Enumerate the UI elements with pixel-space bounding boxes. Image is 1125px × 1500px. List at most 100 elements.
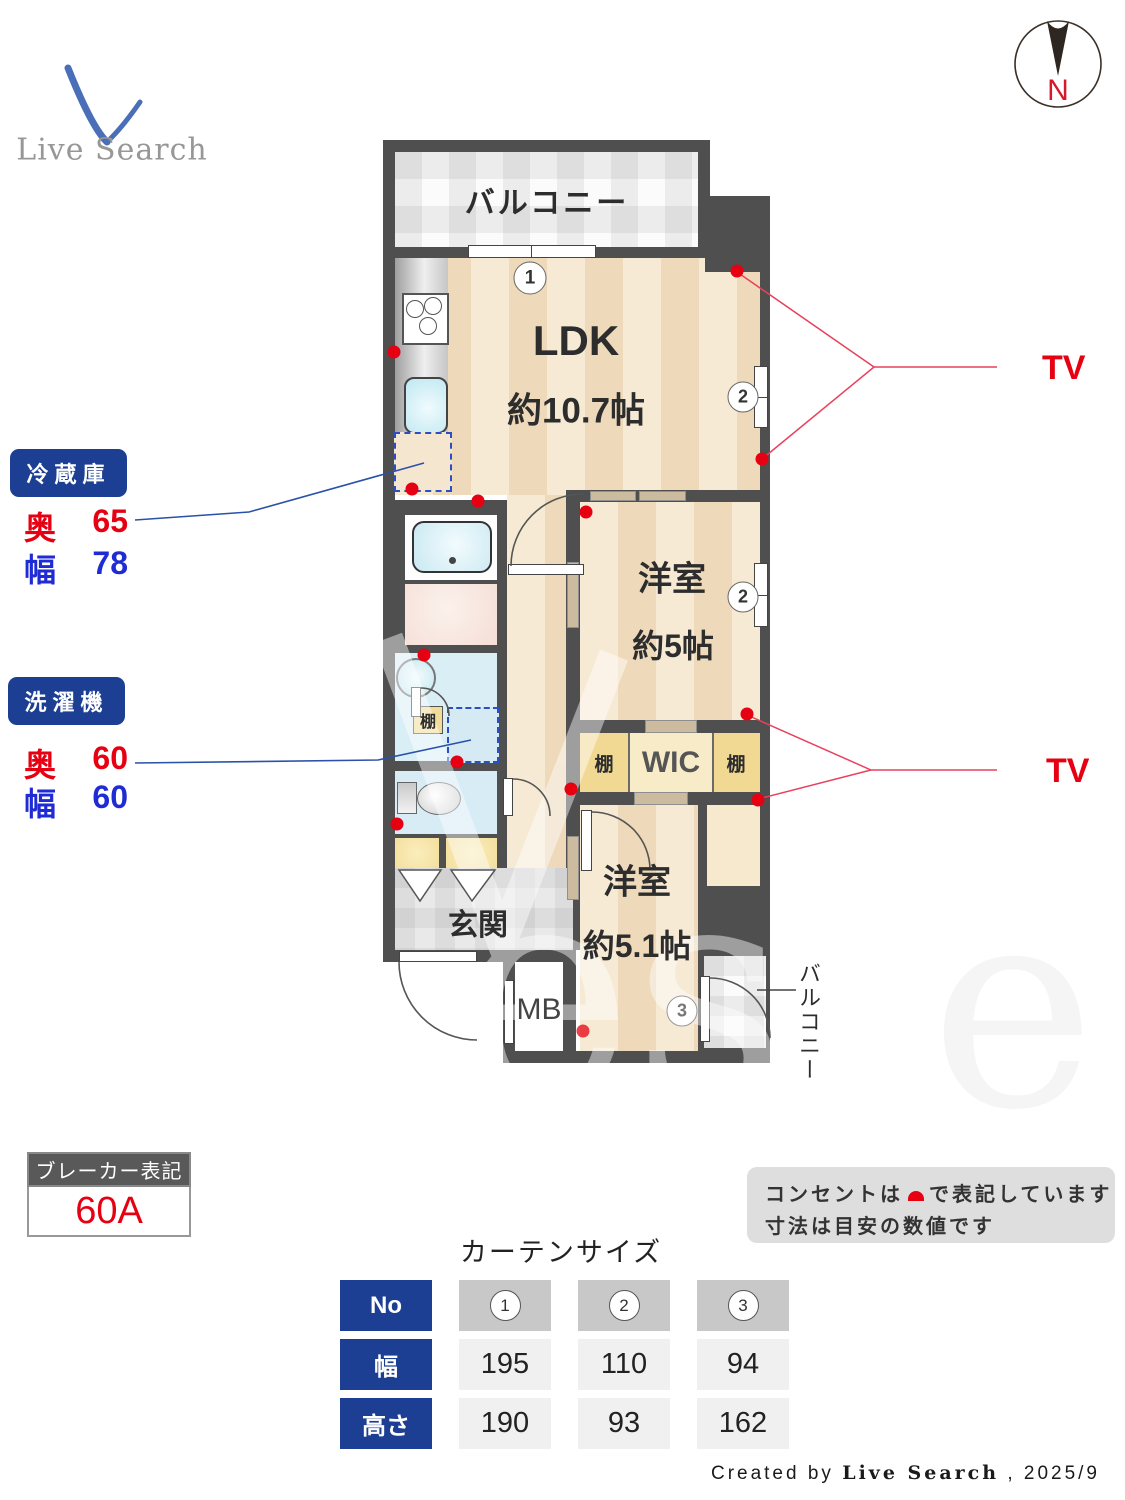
shoe-box-right <box>446 838 497 868</box>
outlet-icon <box>579 505 593 519</box>
balcony-bottom-label: バルコニー <box>796 962 821 1082</box>
curtain-col2-circle: 2 <box>608 1290 640 1321</box>
curtain-marker-3: 3 <box>666 995 698 1027</box>
bathtub <box>412 521 492 573</box>
note-line1: コンセントはで表記しています <box>765 1184 1113 1206</box>
bedroom2-door-leaf <box>581 810 592 871</box>
outlet-icon <box>417 648 431 662</box>
compass: N <box>1014 20 1102 108</box>
balcony-top-floor <box>395 152 698 248</box>
bathtub-drain <box>449 557 456 564</box>
logo-brand-text: Live Search <box>16 132 208 168</box>
logo-v-icon <box>64 64 111 146</box>
outlet-icon <box>471 494 485 508</box>
window-bedroom1-right-lower <box>754 595 768 627</box>
ldk-size: 約10.7帖 <box>506 391 646 431</box>
fridge-tag: 冷蔵庫 <box>10 449 127 497</box>
outlet-icon <box>390 817 404 831</box>
toilet-bowl <box>417 782 461 815</box>
washer-depth-row: 奥 60 <box>24 740 128 783</box>
wall-closet-left <box>698 805 707 888</box>
breaker-title: ブレーカー表記 <box>27 1152 191 1187</box>
curtain-col2-no: 2 <box>578 1280 670 1331</box>
note-line2: 寸法は目安の数値です <box>765 1216 995 1238</box>
washer-tag-label: 洗濯機 <box>24 690 109 715</box>
curtain-col1-circle: 1 <box>489 1290 521 1321</box>
outlet-icon <box>450 755 464 769</box>
slider-wic-top <box>645 720 697 733</box>
washer-space <box>447 707 499 763</box>
wall-bottom-right <box>563 1051 770 1063</box>
fridge-tag-label: 冷蔵庫 <box>26 462 111 487</box>
outlet-icon <box>576 1024 590 1038</box>
tv2-label: TV <box>1046 752 1090 790</box>
footer-credit: Created by Live Search , 2025/9 <box>710 1462 1100 1484</box>
balcony-bottom-floor <box>704 956 766 1048</box>
curtain-col2-height: 93 <box>578 1398 670 1449</box>
curtain-col3-no: 3 <box>697 1280 789 1331</box>
outlet-icon <box>755 452 769 466</box>
curtain-row-height-header: 高さ <box>340 1398 432 1449</box>
curtain-col1-width: 195 <box>459 1339 551 1390</box>
outlet-icon <box>387 345 401 359</box>
washroom-door-leaf <box>411 687 421 717</box>
closet-floor <box>707 805 760 888</box>
curtain-col3-circle: 3 <box>727 1290 759 1321</box>
window-ldk-top-right <box>531 245 596 258</box>
stove-burner-1 <box>406 300 424 318</box>
slider-corridor-lower <box>567 836 579 900</box>
slider-wic-bottom <box>634 792 688 805</box>
balcony2-door-arc <box>709 977 771 1039</box>
wic-shelf-left-label: 棚 <box>594 754 614 776</box>
ldk-door-leaf <box>508 564 584 575</box>
folding-doors-icon <box>397 869 497 903</box>
entrance-door-leaf <box>399 951 477 962</box>
north-arrow-icon <box>1047 21 1069 76</box>
outlet-icon <box>730 264 744 278</box>
tv1-leader-line <box>736 271 997 368</box>
ldk-door-arc <box>510 493 584 567</box>
wic-shelf-left <box>580 733 630 792</box>
curtain-marker-2a: 2 <box>727 381 759 413</box>
wall-top <box>383 140 710 152</box>
wic-label: WIC <box>641 746 701 779</box>
entrance-label: 玄関 <box>448 909 508 942</box>
slider-bedroom1-top-right <box>639 491 686 501</box>
watermark: es e <box>373 632 1096 1172</box>
bedroom1-floor <box>580 502 760 720</box>
washroom-door-arc <box>420 687 450 717</box>
shoe-box-left <box>395 838 442 868</box>
bedroom1-size: 約5帖 <box>632 628 714 664</box>
entrance-door-arc <box>398 961 478 1041</box>
wic-center <box>630 733 712 792</box>
washroom-shelf-label: 棚 <box>419 714 437 731</box>
curtain-row-width-header: 幅 <box>340 1339 432 1390</box>
washer-width-row: 幅 60 <box>24 779 128 822</box>
kitchen-sink <box>404 377 448 434</box>
note-box: コンセントはで表記しています 寸法は目安の数値です <box>747 1167 1115 1243</box>
bedroom2-name: 洋室 <box>603 863 671 902</box>
breaker-value: 60A <box>27 1187 191 1237</box>
compass-north-label: N <box>1047 74 1069 107</box>
window-ldk-right-lower <box>754 397 768 428</box>
outlet-icon <box>564 782 578 796</box>
tv1-label: TV <box>1042 349 1086 387</box>
outlet-icon <box>405 482 419 496</box>
ldk-name: LDK <box>532 317 620 364</box>
wic-shelf-right-label: 棚 <box>726 754 746 776</box>
washer-leader-line <box>134 739 472 764</box>
curtain-col2-width: 110 <box>578 1339 670 1390</box>
fridge-width-row: 幅 78 <box>24 545 128 588</box>
wall-mb-bottom <box>503 1051 565 1063</box>
ldk-floor <box>395 258 760 495</box>
bedroom1-name: 洋室 <box>638 560 706 599</box>
wic-shelf-right <box>712 733 762 792</box>
curtain-col3-height: 162 <box>697 1398 789 1449</box>
balcony2-door-leaf <box>700 976 710 1042</box>
bedroom2-door-arc <box>591 811 651 871</box>
curtain-marker-1: 1 <box>513 261 547 295</box>
toilet-door-leaf <box>503 778 513 816</box>
washer-tag: 洗濯機 <box>8 677 125 725</box>
